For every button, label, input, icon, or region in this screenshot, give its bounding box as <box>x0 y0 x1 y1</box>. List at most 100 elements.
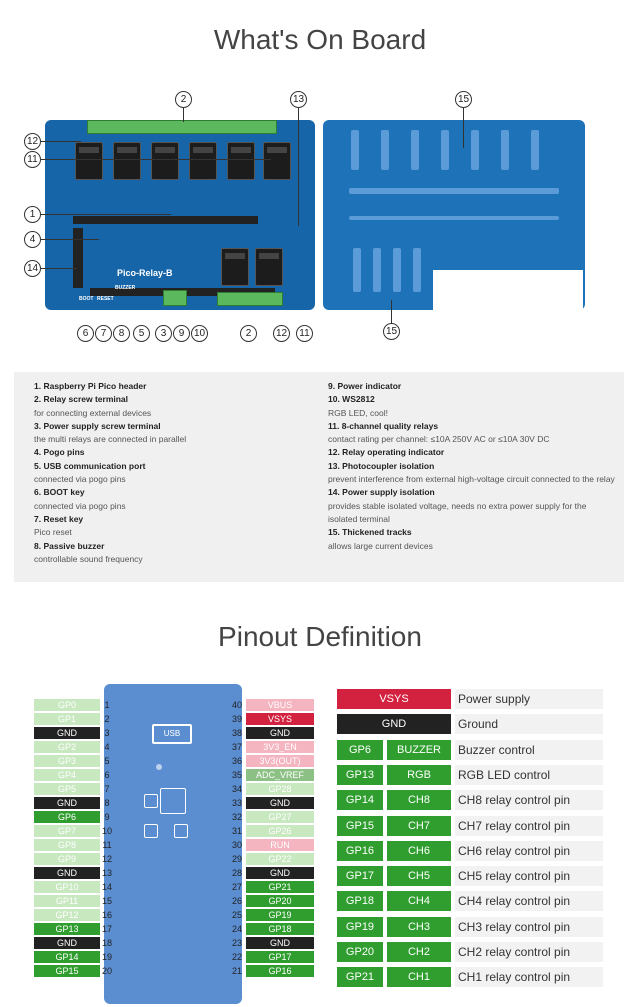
pin-label-left: GND <box>34 937 100 949</box>
function-desc: CH4 relay control pin <box>455 891 603 911</box>
function-pin: GP19 <box>337 917 383 937</box>
callout-6: 6 <box>77 325 94 342</box>
pin-number-right: 25 <box>231 910 242 920</box>
pcb-trace <box>349 216 559 220</box>
function-name: CH3 <box>387 917 451 937</box>
pico-led <box>156 764 162 770</box>
pin-label-right: GP16 <box>246 965 314 977</box>
leader-line <box>41 239 99 240</box>
pin-label-right: GP21 <box>246 881 314 893</box>
pin-number-left: 10 <box>101 826 112 836</box>
leader-line <box>183 108 184 122</box>
board-cutout <box>433 270 583 310</box>
pcb-trace <box>471 130 479 170</box>
pin-number-right: 27 <box>231 882 242 892</box>
pin-number-right: 26 <box>231 896 242 906</box>
legend-item-desc: prevent interference from external high-… <box>328 474 615 485</box>
relay <box>263 142 291 180</box>
pin-number-right: 34 <box>231 784 242 794</box>
silk-buzzer: BUZZER <box>115 285 136 291</box>
pin-number-right: 33 <box>231 798 242 808</box>
function-pin: GP21 <box>337 967 383 987</box>
pin-label-right: GP20 <box>246 895 314 907</box>
pin-label-left: GP1 <box>34 713 100 725</box>
pin-number-right: 30 <box>231 840 242 850</box>
pin-number-left: 14 <box>101 882 112 892</box>
callout-2-top: 2 <box>175 91 192 108</box>
legend-item-title: 13. Photocoupler isolation <box>328 460 435 471</box>
pin-number-right: 40 <box>231 700 242 710</box>
function-name: CH5 <box>387 866 451 886</box>
pin-label-left: GND <box>34 867 100 879</box>
pin-number-right: 23 <box>231 938 242 948</box>
legend-item-desc: allows large current devices <box>328 540 433 551</box>
pin-number-right: 21 <box>231 966 242 976</box>
pico-board-image: USB <box>104 684 242 1004</box>
pin-number-left: 16 <box>101 910 112 920</box>
legend-item-title: 1. Raspberry Pi Pico header <box>34 381 147 391</box>
relay-terminal-bottom <box>217 292 283 306</box>
legend-item-desc: RGB LED, cool! <box>328 407 388 418</box>
pin-number-right: 28 <box>231 868 242 878</box>
callout-15-top: 15 <box>455 91 472 108</box>
pin-label-right: 3V3_EN <box>246 741 314 753</box>
pin-number-right: 24 <box>231 924 242 934</box>
function-desc: CH6 relay control pin <box>455 841 603 861</box>
legend-item-title: 10. WS2812 <box>328 394 375 405</box>
pin-number-left: 12 <box>101 854 112 864</box>
function-name: CH6 <box>387 841 451 861</box>
section-title-pinout: Pinout Definition <box>218 621 422 652</box>
callout-4: 4 <box>24 231 41 248</box>
callout-3: 3 <box>155 325 172 342</box>
pin-label-left: GP14 <box>34 951 100 963</box>
pin-label-right: GP18 <box>246 923 314 935</box>
pin-label-left: GP10 <box>34 881 100 893</box>
legend-item-title: 8. Passive buzzer <box>34 540 105 551</box>
legend-item-title: 11. 8-channel quality relays <box>328 420 439 431</box>
leader-line <box>41 141 81 142</box>
legend-item-title: 5. USB communication port <box>34 460 146 471</box>
pin-label-right: GND <box>246 727 314 739</box>
pin-label-left: GP3 <box>34 755 100 767</box>
callout-5: 5 <box>133 325 150 342</box>
callout-15-bottom: 15 <box>383 323 400 340</box>
legend-item-title: 6. BOOT key <box>34 487 85 498</box>
legend-item-desc: provides stable isolated voltage, needs … <box>328 500 587 524</box>
pin-label-right: GP28 <box>246 783 314 795</box>
pico-header <box>73 216 258 224</box>
pin-label-left: GP5 <box>34 783 100 795</box>
function-pin: GP18 <box>337 891 383 911</box>
pin-number-left: 17 <box>101 924 112 934</box>
pin-label-left: GP4 <box>34 769 100 781</box>
pin-number-right: 36 <box>231 756 242 766</box>
pin-number-right: 39 <box>231 714 242 724</box>
pin-label-right: GP22 <box>246 853 314 865</box>
legend-item-title: 12. Relay operating indicator <box>328 447 445 458</box>
pin-label-left: GND <box>34 797 100 809</box>
pin-number-left: 18 <box>101 938 112 948</box>
usb-port: USB <box>152 724 192 744</box>
function-name: CH8 <box>387 790 451 810</box>
pin-label-left: GP11 <box>34 895 100 907</box>
pcb-trace <box>441 130 449 170</box>
legend-item-desc: connected via pogo pins <box>34 474 126 485</box>
pin-label-left: GP6 <box>34 811 100 823</box>
legend-item: 12. Relay operating indicator <box>328 446 618 459</box>
function-name: CH4 <box>387 891 451 911</box>
pin-label-left: GP7 <box>34 825 100 837</box>
legend-item-desc: Pico reset <box>34 527 72 538</box>
legend-item-desc: controllable sound frequency <box>34 553 143 564</box>
pin-number-left: 11 <box>102 840 112 850</box>
pin-label-left: GND <box>34 727 100 739</box>
leader-line <box>463 108 464 148</box>
callout-9: 9 <box>173 325 190 342</box>
legend-item: 9. Power indicator <box>328 380 618 393</box>
pin-label-left: GP0 <box>34 699 100 711</box>
pcb-trace <box>411 130 419 170</box>
callout-1: 1 <box>24 206 41 223</box>
